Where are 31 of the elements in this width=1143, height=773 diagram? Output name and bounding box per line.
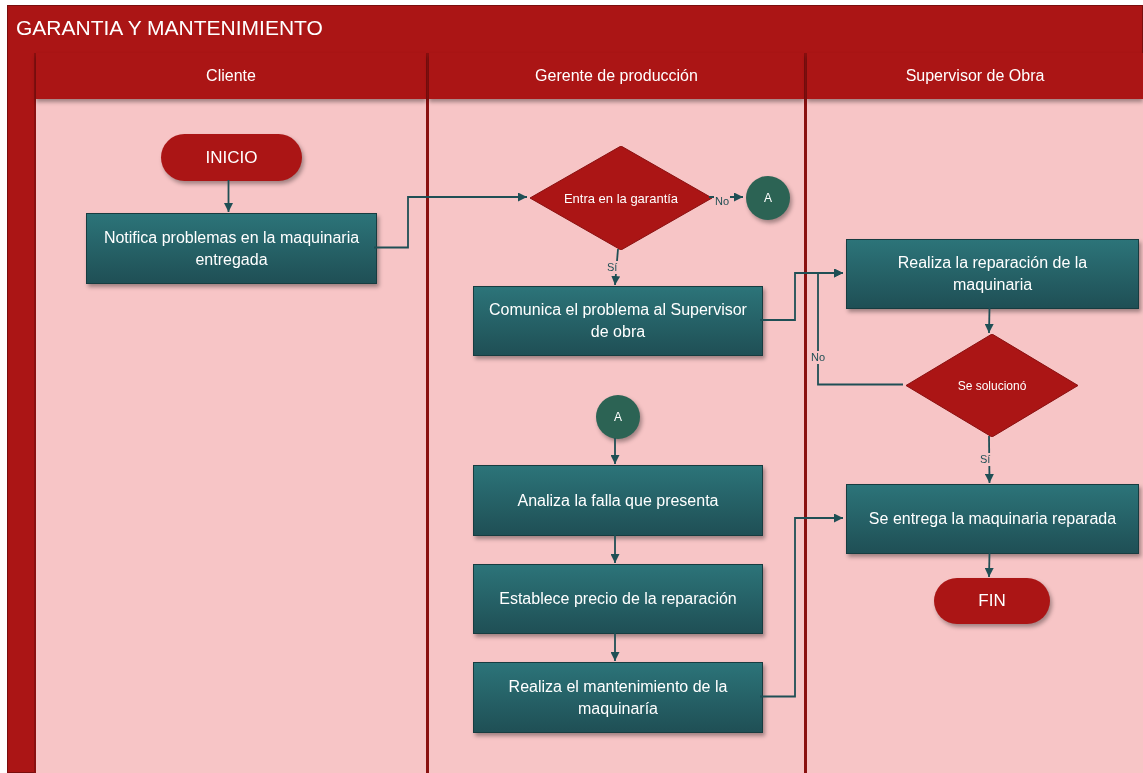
arrow <box>759 513 844 698</box>
arrow <box>373 192 528 249</box>
terminator-pill: INICIO <box>161 134 302 181</box>
process-box: Comunica el problema al Supervisor de obra <box>473 286 763 356</box>
arrow <box>817 268 904 386</box>
arrow <box>984 552 994 578</box>
process-box: Se entrega la maquinaria reparada <box>846 484 1139 554</box>
process-box: Notifica problemas en la maquinaria entregada <box>86 213 377 284</box>
arrow <box>984 307 994 334</box>
connector-circle: A <box>596 395 640 439</box>
swimlane <box>34 53 427 773</box>
swimlane <box>805 53 1143 773</box>
arrow <box>610 534 620 564</box>
connector-circle: A <box>746 176 790 220</box>
pool-title: GARANTIA Y MANTENIMIENTO <box>16 16 323 40</box>
decision-label: Entra en la garantía <box>563 190 679 206</box>
terminator-pill: FIN <box>934 578 1050 624</box>
arrow <box>610 632 620 662</box>
swimlane-pool <box>7 5 1143 773</box>
process-box: Realiza el mantenimiento de la maquinaría <box>473 662 763 733</box>
lane-header: Cliente <box>36 53 426 99</box>
lane-header: Supervisor de Obra <box>807 53 1143 99</box>
decision-label: Se solucionó <box>957 378 1027 393</box>
arrow <box>610 437 620 465</box>
swimlane <box>427 53 805 773</box>
arrow <box>224 179 233 213</box>
arrow <box>708 192 744 202</box>
lane-header: Gerente de producción <box>429 53 804 99</box>
process-box: Realiza la reparación de la maquinaria <box>846 239 1139 309</box>
process-box: Establece precio de la reparación <box>473 564 763 634</box>
process-box: Analiza la falla que presenta <box>473 465 763 536</box>
